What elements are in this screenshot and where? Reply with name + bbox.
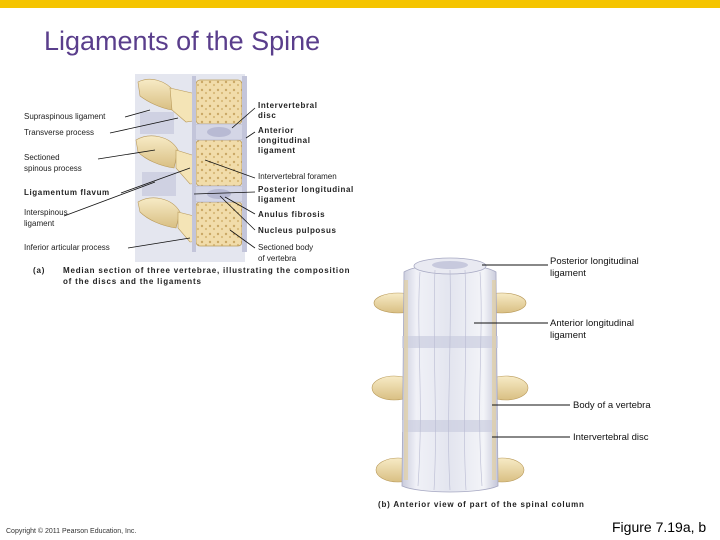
page-title: Ligaments of the Spine xyxy=(44,26,321,56)
label-sectioned-spinous-2: spinous process xyxy=(24,164,82,173)
label-anterior-longitudinal-1: Anterior xyxy=(258,126,294,135)
panel-b-column xyxy=(371,257,529,493)
caption-a-line2: of the discs and the ligaments xyxy=(63,277,202,286)
label-transverse-process: Transverse process xyxy=(24,128,94,137)
label-posterior-longitudinal-1: Posterior longitudinal xyxy=(258,185,354,194)
leader-lines-b xyxy=(474,264,570,438)
vertebral-body-2 xyxy=(195,139,243,187)
spinous-process-3 xyxy=(137,197,181,229)
label-anterior-longitudinal-3: ligament xyxy=(258,146,296,155)
label-intervertebral-disc-2: disc xyxy=(258,111,277,120)
label-nucleus-pulposus: Nucleus pulposus xyxy=(258,226,337,235)
intervertebral-disc-b2 xyxy=(402,420,498,432)
label-sectioned-body-1: Sectioned body xyxy=(258,243,314,252)
label-b-posterior-longitudinal-1: Posterior longitudinal xyxy=(550,256,639,267)
caption-a-line1: Median section of three vertebrae, illus… xyxy=(63,266,351,275)
label-ligamentum-flavum: Ligamentum flavum xyxy=(24,188,110,197)
label-sectioned-spinous-1: Sectioned xyxy=(24,153,60,162)
label-posterior-longitudinal-2: ligament xyxy=(258,195,296,204)
label-b-anterior-longitudinal-1: Anterior longitudinal xyxy=(550,318,634,329)
label-sectioned-body-2: of vertebra xyxy=(258,254,297,263)
label-supraspinous-ligament: Supraspinous ligament xyxy=(24,112,106,121)
label-anulus-fibrosis: Anulus fibrosis xyxy=(258,210,326,219)
label-intervertebral-foramen: Intervertebral foramen xyxy=(258,172,337,181)
label-interspinous-1: Interspinous xyxy=(24,208,68,217)
label-inferior-articular-process: Inferior articular process xyxy=(24,243,110,252)
panel-a-section xyxy=(135,74,247,262)
label-interspinous-2: ligament xyxy=(24,219,55,228)
label-b-anterior-longitudinal-2: ligament xyxy=(550,330,586,341)
leader-lines-a-left xyxy=(63,109,191,249)
accent-bar xyxy=(0,0,720,8)
spinous-process-2 xyxy=(135,135,179,169)
caption-a-tag: (a) xyxy=(33,266,46,275)
label-b-intervertebral-disc: Intervertebral disc xyxy=(573,432,649,443)
copyright-notice: Copyright © 2011 Pearson Education, Inc. xyxy=(6,528,137,535)
vertebral-body-3 xyxy=(195,201,243,247)
label-b-posterior-longitudinal-2: ligament xyxy=(550,268,586,279)
label-anterior-longitudinal-2: longitudinal xyxy=(258,136,311,145)
leader-lines-a-right xyxy=(193,107,256,249)
label-b-body-of-vertebra: Body of a vertebra xyxy=(573,400,651,411)
vertebral-body-1 xyxy=(195,79,243,125)
anterior-column xyxy=(401,264,499,493)
caption-b: (b) Anterior view of part of the spinal … xyxy=(378,500,585,509)
figure-reference: Figure 7.19a, b xyxy=(612,519,707,535)
label-intervertebral-disc-1: Intervertebral xyxy=(258,101,318,110)
